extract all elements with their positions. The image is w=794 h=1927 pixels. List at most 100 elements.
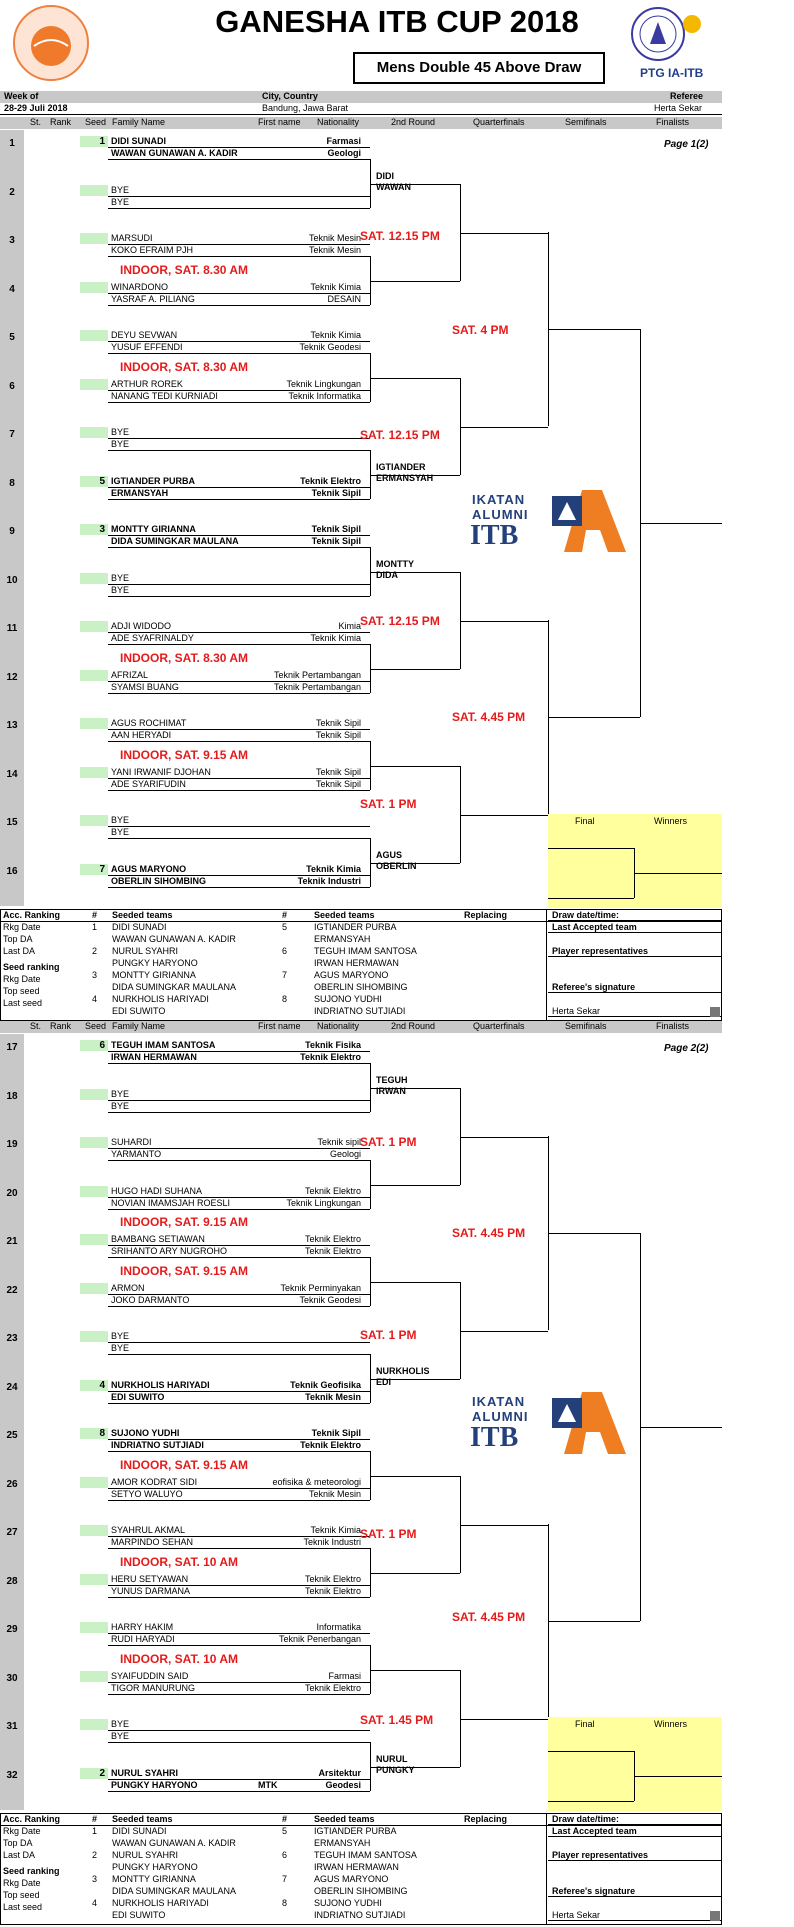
row-divider (108, 1779, 370, 1780)
footer-seed-ranking: Seed ranking (3, 961, 60, 972)
seed-number: 2 (80, 1768, 108, 1779)
draw-position-number: 19 (6, 1139, 18, 1150)
week-of-label: Week of (4, 91, 39, 101)
draw-position-number: 32 (6, 1770, 18, 1781)
seed-rank: 3 (92, 970, 98, 980)
footer-referee-sig: Referee's signature (552, 1886, 636, 1896)
draw-position-number: 29 (6, 1624, 18, 1635)
footer-field (548, 921, 722, 933)
final-label: Final (575, 816, 595, 826)
player-faculty: Informatika (316, 1622, 361, 1632)
watermark-line-2: ALUMNI (472, 1409, 529, 1424)
round2-time: SAT. 12.15 PM (360, 428, 440, 442)
footer-last-accepted: Last Accepted team (552, 1826, 637, 1836)
footer-table (0, 909, 722, 1021)
partner-name: IRWAN HERMAWAN (111, 1052, 197, 1062)
draw-position-number: 7 (9, 429, 15, 440)
footer-top-da: Top DA (3, 1838, 33, 1848)
r2-line (370, 766, 460, 767)
player-faculty: Farmasi (328, 1671, 361, 1681)
r2-line (370, 1088, 460, 1089)
r1-connector (370, 1354, 371, 1403)
footer-hash: # (282, 910, 288, 920)
footer-marker (710, 1007, 720, 1017)
player-name: ADJI WIDODO (111, 621, 171, 631)
footer-last-seed: Last seed (3, 997, 43, 1008)
r1-connector (370, 256, 371, 305)
footer-hash: # (282, 1814, 288, 1824)
seed-cell (80, 815, 108, 826)
partner-faculty: DESAIN (327, 294, 361, 304)
sf-line (548, 717, 640, 718)
row-divider (108, 1100, 370, 1101)
partner-faculty: Teknik Elektro (300, 1052, 361, 1062)
seeded-player: AGUS MARYONO (314, 1874, 389, 1884)
player-name: HERU SETYAWAN (111, 1574, 189, 1584)
partner-name: BYE (111, 439, 130, 449)
footer-field (548, 945, 722, 957)
seeded-partner: PUNGKY HARYONO (112, 1862, 198, 1872)
player-name: SUHARDI (111, 1137, 152, 1147)
seed-cell (80, 282, 108, 293)
seed-number: 4 (80, 1380, 108, 1391)
col-header-qf: Quarterfinals (473, 1021, 525, 1031)
player-faculty: Teknik Perminyakan (280, 1283, 361, 1293)
partner-faculty: Teknik Elektro (304, 1683, 361, 1693)
partner-faculty: Teknik Pertambangan (273, 682, 361, 692)
row-underline (108, 547, 370, 548)
partner-faculty: Geologi (327, 148, 362, 158)
footer-draw-date: Draw date/time: (552, 1814, 620, 1824)
r1-connector (370, 1063, 371, 1112)
row-underline (108, 1257, 370, 1258)
final-slot (548, 898, 634, 899)
player-faculty: Teknik Elektro (304, 1234, 361, 1244)
footer-referee-sig: Referee's signature (552, 982, 636, 992)
draw-position-number: 17 (6, 1042, 18, 1053)
advancer-player: NURKHOLIS (376, 1366, 430, 1376)
seed-cell (80, 1234, 108, 1245)
draw-position-number: 4 (9, 284, 15, 295)
col-header-st: St. (30, 117, 42, 127)
player-faculty: Teknik Mesin (308, 233, 361, 243)
footer-col-divider (546, 1813, 547, 1925)
footer-draw-date: Draw date/time: (552, 910, 620, 920)
final-slot (548, 848, 634, 849)
footer-field (548, 1849, 722, 1861)
row-divider (108, 196, 370, 197)
row-underline (108, 1597, 370, 1598)
ptg-label: PTG IA-ITB (640, 66, 704, 80)
r2-line (370, 863, 460, 864)
seeded-player: TEGUH IMAM SANTOSA (314, 1850, 417, 1860)
r2-connector (460, 378, 461, 475)
seeded-partner: DIDA SUMINGKAR MAULANA (112, 1886, 237, 1896)
seed-number: 1 (80, 136, 108, 147)
match-time: INDOOR, SAT. 9.15 AM (120, 1458, 249, 1472)
partner-name: AAN HERYADI (111, 730, 172, 740)
player-name: BYE (111, 1089, 130, 1099)
watermark-line-1: IKATAN (472, 1394, 526, 1409)
partner-name: SRIHANTO ARY NUGROHO (111, 1246, 228, 1256)
partner-faculty: Teknik Sipil (311, 488, 361, 498)
referee-value: Herta Sekar (654, 103, 703, 113)
row-underline (108, 1354, 370, 1355)
row-divider (108, 244, 370, 245)
seeded-partner: DIDA SUMINGKAR MAULANA (112, 982, 237, 992)
final-line (640, 1427, 722, 1428)
match-time: INDOOR, SAT. 9.15 AM (120, 1215, 249, 1229)
qf-line (460, 815, 548, 816)
footer-hash: # (92, 1814, 98, 1824)
footer-seeded-teams: Seeded teams (112, 910, 173, 920)
r2-connector (460, 572, 461, 669)
draw-position-number: 16 (6, 866, 18, 877)
advancer-partner: PUNGKY (376, 1765, 415, 1775)
partner-name: YARMANTO (111, 1149, 162, 1159)
row-divider (108, 1439, 370, 1440)
col-header-st: St. (30, 1021, 42, 1031)
seeded-player: NURKHOLIS HARIYADI (112, 1898, 209, 1908)
col-header-rank: Rank (50, 1021, 72, 1031)
seeded-partner: WAWAN GUNAWAN A. KADIR (112, 934, 236, 944)
round2-time: SAT. 12.15 PM (360, 229, 440, 243)
qf-line (460, 233, 548, 234)
seeded-partner: IRWAN HERMAWAN (314, 958, 399, 968)
player-faculty: Kimia (338, 621, 361, 631)
